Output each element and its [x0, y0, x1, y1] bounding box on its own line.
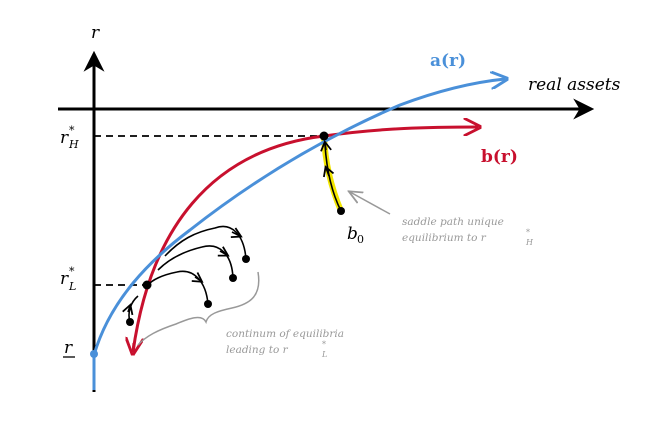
saddle-annotation-arrow [350, 192, 391, 215]
equilibrium-low-dot [142, 280, 152, 290]
curve-a [92, 79, 505, 390]
continuum-path-1-arrow [230, 227, 243, 239]
r-high-label: r [60, 128, 69, 148]
continuum-annotation-line2: leading to r [226, 344, 289, 356]
continuum-start-dot-1 [242, 255, 250, 263]
saddle-path-trajectory [324, 144, 342, 212]
r-low-label: r [60, 269, 69, 289]
b0-dot [337, 207, 345, 215]
continuum-path-3 [147, 270, 209, 305]
continuum-start-dot-4 [126, 318, 134, 326]
r-low-sub: L [68, 280, 76, 293]
curve-b [131, 127, 478, 353]
continuum-annotation-sub: L [321, 350, 327, 359]
continuum-start-dot-2 [229, 274, 237, 282]
continuum-path-2 [157, 245, 234, 279]
continuum-annotation-line1: continum of equilibria [226, 328, 344, 340]
curve-a-label: a(r) [430, 51, 466, 71]
continuum-path-4-arrow [122, 303, 134, 316]
curve-b-label: b(r) [481, 147, 518, 167]
saddle-annotation-sup: * [526, 228, 530, 237]
continuum-annotation-sup: * [322, 340, 326, 349]
r-min-label: r [64, 338, 73, 358]
b0-label: b [347, 224, 358, 244]
curve-b-start-arrow [133, 343, 134, 352]
continuum-path-3-arrow [191, 272, 204, 283]
x-axis-label: real assets [528, 75, 621, 95]
continuum-start-dot-3 [204, 300, 212, 308]
saddle-path-highlight [321, 133, 344, 214]
r-high-sub: H [68, 138, 79, 151]
saddle-path-arrow-2 [320, 139, 332, 152]
saddle-annotation-line1: saddle path unique [402, 216, 504, 228]
continuum-path-1 [164, 225, 247, 260]
saddle-annotation-line2: equilibrium to r [402, 232, 487, 244]
continuum-brace [137, 271, 260, 346]
r-high-sup: * [69, 124, 75, 137]
continuum-path-2-arrow [217, 246, 230, 257]
b0-sub: 0 [357, 233, 364, 246]
r-min-dot [90, 350, 98, 358]
saddle-annotation-sub: H [525, 238, 534, 247]
y-axis-label: r [91, 23, 100, 43]
equilibrium-high-dot [319, 131, 329, 141]
r-low-sup: * [69, 265, 75, 278]
saddle-path-arrow-1 [323, 165, 335, 178]
